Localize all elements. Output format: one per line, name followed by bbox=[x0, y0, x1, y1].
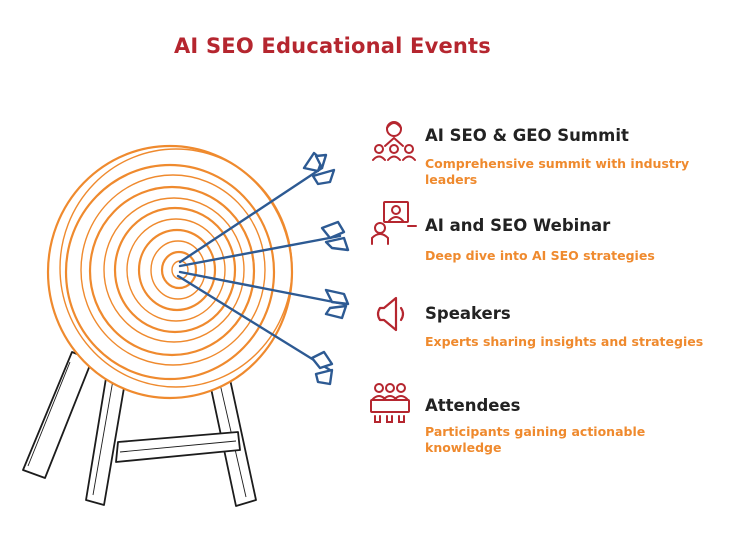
easel-leg-center-left bbox=[85, 371, 127, 506]
easel-crossbar bbox=[115, 431, 241, 463]
summit-group-icon bbox=[372, 121, 416, 161]
event-title: AI and SEO Webinar bbox=[425, 216, 611, 235]
arrow-3 bbox=[178, 270, 350, 320]
event-description: Participants gaining actionable knowledg… bbox=[425, 424, 646, 455]
webinar-presenter-icon bbox=[371, 201, 417, 245]
event-description: Experts sharing insights and strategies bbox=[425, 334, 704, 349]
arrow-2 bbox=[178, 220, 350, 268]
page-title: AI SEO Educational Events bbox=[173, 34, 492, 58]
arrow-1 bbox=[178, 151, 336, 264]
arrows bbox=[176, 151, 350, 386]
easel-leg-left bbox=[22, 351, 93, 479]
event-description: Comprehensive summit with industry leade… bbox=[425, 156, 690, 187]
event-title: Speakers bbox=[425, 304, 511, 323]
arrow-4 bbox=[176, 274, 334, 386]
megaphone-icon bbox=[376, 296, 405, 332]
event-title: Attendees bbox=[425, 396, 521, 415]
audience-icon bbox=[370, 383, 410, 423]
target-board bbox=[46, 144, 294, 400]
event-title: AI SEO & GEO Summit bbox=[425, 126, 629, 145]
event-description: Deep dive into AI SEO strategies bbox=[425, 248, 655, 263]
